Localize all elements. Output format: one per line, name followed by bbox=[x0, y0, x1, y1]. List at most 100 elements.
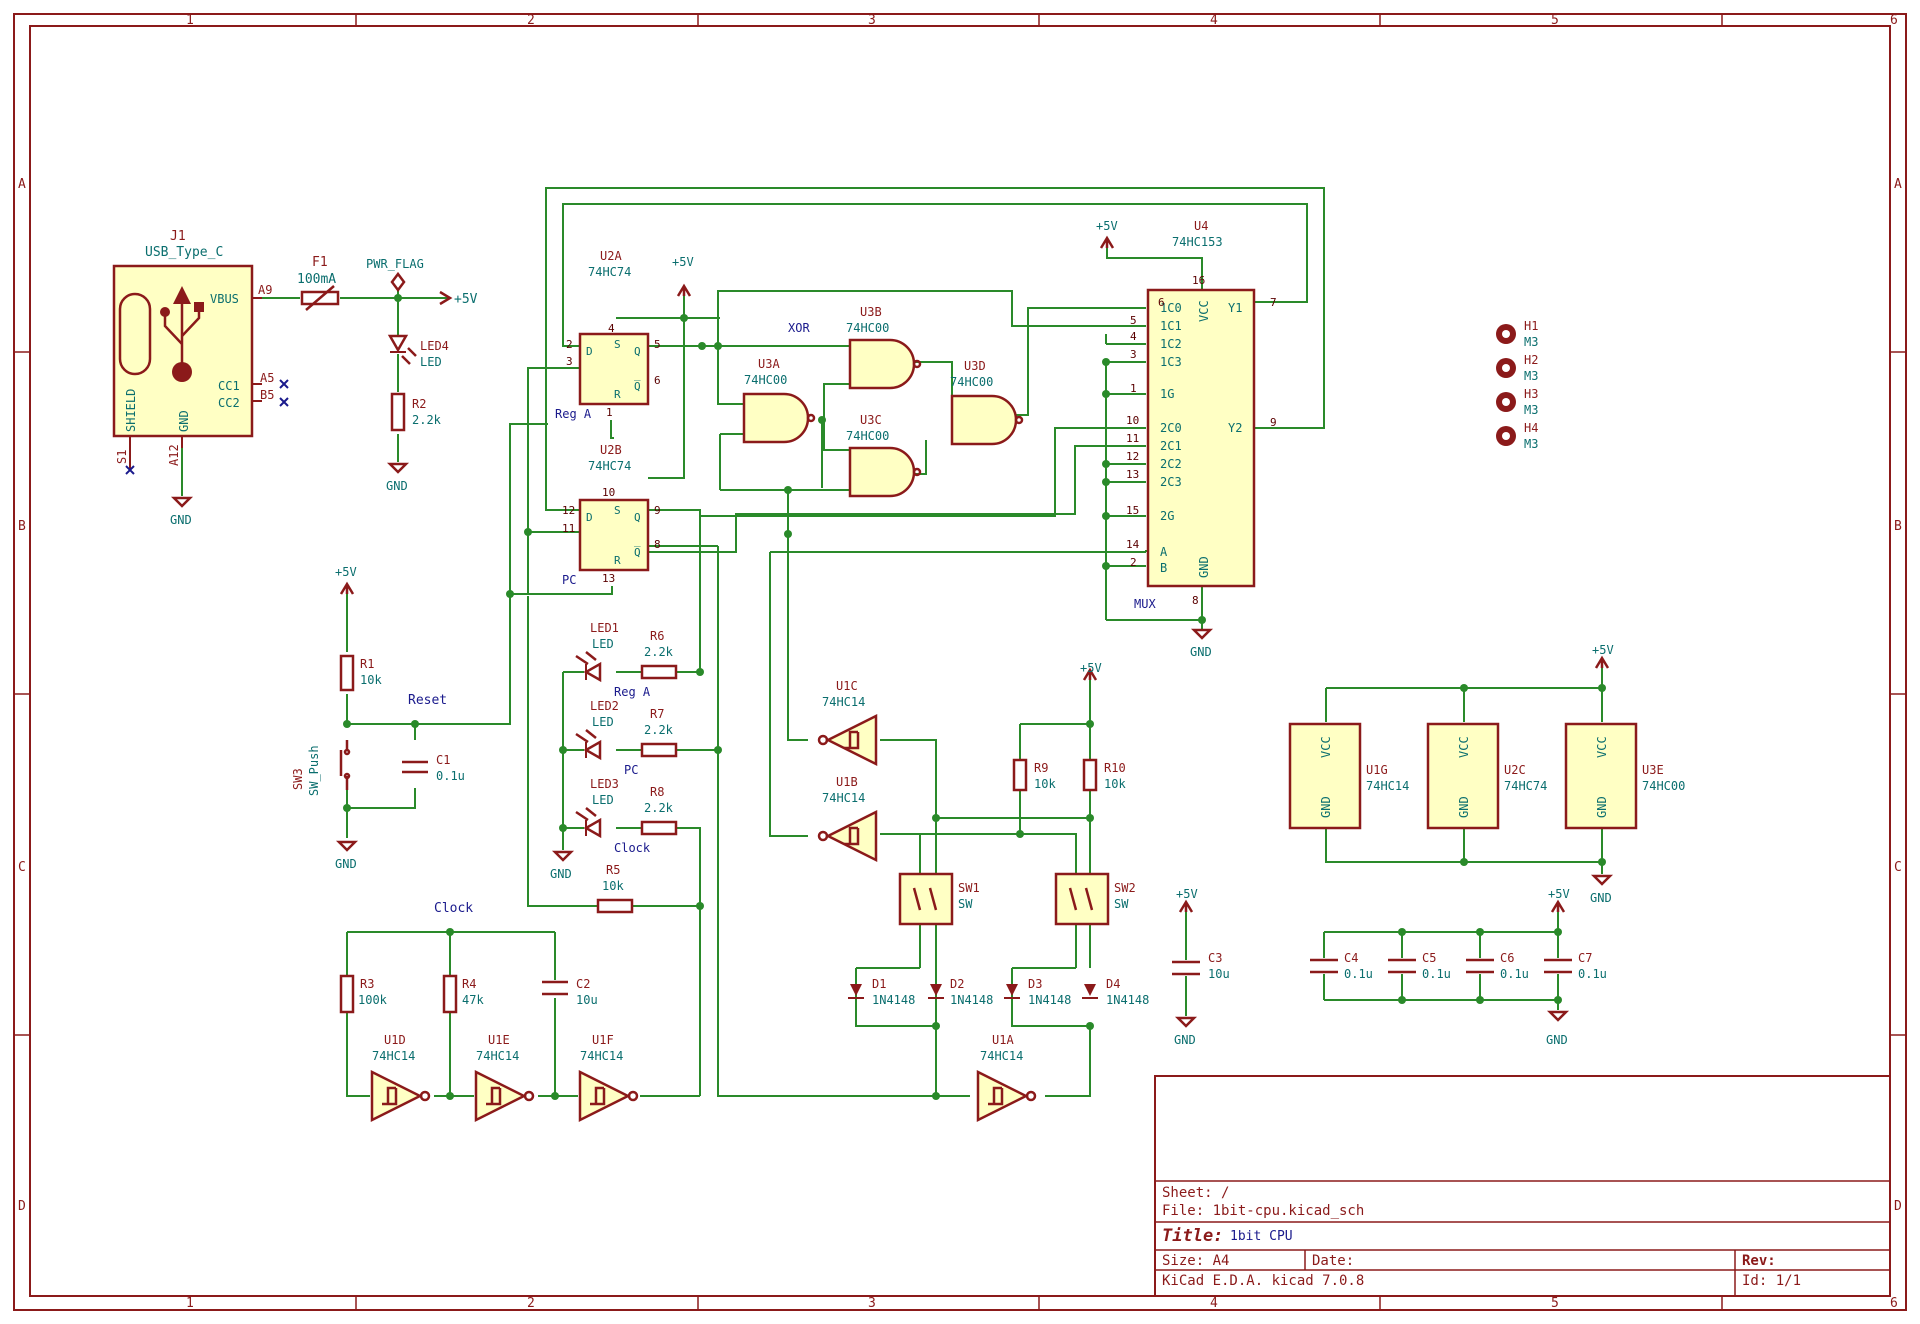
row-label-b: B bbox=[18, 519, 26, 534]
xor-label: XOR bbox=[788, 321, 810, 335]
j1-value: USB_Type_C bbox=[145, 245, 223, 260]
u1a-ref: U1A bbox=[992, 1033, 1014, 1047]
mux-pin-13: 13 bbox=[1126, 468, 1139, 481]
j1-pin-s1: S1 bbox=[115, 450, 129, 464]
u2a-pin-s: S bbox=[614, 338, 621, 351]
r1-value: 10k bbox=[360, 673, 382, 687]
u2a-value: 74HC74 bbox=[588, 265, 631, 279]
gnd-label-j1: GND bbox=[170, 513, 192, 527]
decoupling-caps: C4 0.1u C5 0.1u C6 0.1u C7 0.1u bbox=[1310, 951, 1607, 981]
f1-value: 100mA bbox=[297, 272, 336, 287]
clock-oscillator: Clock R3 100k R4 47k C2 10u bbox=[339, 901, 598, 1014]
j1-cc2: CC2 bbox=[218, 396, 240, 410]
led4-value: LED bbox=[420, 355, 442, 369]
led2-net-label: PC bbox=[624, 763, 638, 777]
c4-value: 0.1u bbox=[1344, 967, 1373, 981]
capacitor-c3: C3 10u bbox=[1172, 951, 1230, 981]
c1-value: 0.1u bbox=[436, 769, 465, 783]
u2c-gnd: GND bbox=[1457, 796, 1471, 818]
pin-num-10: 10 bbox=[602, 486, 615, 499]
mux-pin-12: 12 bbox=[1126, 450, 1139, 463]
d4-ref: D4 bbox=[1106, 977, 1120, 991]
u4-a: A bbox=[1160, 545, 1168, 559]
mux-u4: U4 74HC153 MUX 1C0 1C1 1C2 1C3 1G 2C0 2C… bbox=[1134, 219, 1256, 611]
u1g-ref: U1G bbox=[1366, 763, 1388, 777]
col-label-1b: 1 bbox=[186, 1296, 194, 1311]
c5-ref: C5 bbox=[1422, 951, 1436, 965]
d1-value: 1N4148 bbox=[872, 993, 915, 1007]
u2a-pin-r: R bbox=[614, 388, 621, 401]
c3-ref: C3 bbox=[1208, 951, 1222, 965]
u4-y1: Y1 bbox=[1228, 301, 1242, 315]
tb-file: File: 1bit-cpu.kicad_sch bbox=[1162, 1203, 1364, 1219]
r5-ref: R5 bbox=[606, 863, 620, 877]
u1c-ref: U1C bbox=[836, 679, 858, 693]
row-label-d-r: D bbox=[1894, 1199, 1902, 1214]
tb-rev: Rev: bbox=[1742, 1253, 1776, 1269]
u1b-value: 74HC14 bbox=[822, 791, 865, 805]
gnd-label-u4: GND bbox=[1190, 645, 1212, 659]
h2-ref: H2 bbox=[1524, 353, 1538, 367]
j1-shield: SHIELD bbox=[124, 389, 138, 432]
u3b-value: 74HC00 bbox=[846, 321, 889, 335]
led2-value: LED bbox=[592, 715, 614, 729]
gnd-label-r2: GND bbox=[386, 479, 408, 493]
col-label-1: 1 bbox=[186, 13, 194, 28]
u4-2c3: 2C3 bbox=[1160, 475, 1182, 489]
led1-value: LED bbox=[592, 637, 614, 651]
pin-num-4: 4 bbox=[608, 322, 615, 335]
r8-ref: R8 bbox=[650, 785, 664, 799]
mux-pin-8: 8 bbox=[1192, 594, 1199, 607]
row-label-a-r: A bbox=[1894, 177, 1902, 192]
f1-ref: F1 bbox=[312, 255, 328, 270]
sw3-ref: SW3 bbox=[291, 768, 305, 790]
junctions bbox=[343, 294, 1606, 1100]
r2-ref: R2 bbox=[412, 397, 426, 411]
mux-pin-7: 7 bbox=[1270, 296, 1277, 309]
col-label-3b: 3 bbox=[868, 1296, 876, 1311]
pin-num-11: 11 bbox=[562, 522, 575, 535]
u1g-vcc: VCC bbox=[1319, 736, 1333, 758]
u1g-value: 74HC14 bbox=[1366, 779, 1409, 793]
u4-gnd: GND bbox=[1197, 556, 1211, 578]
tb-title-label: Title: bbox=[1162, 1226, 1223, 1246]
gnd-symbols: GND GND GND GND GND GND GND GND bbox=[170, 462, 1614, 1047]
reg-a-label: Reg A bbox=[555, 407, 592, 421]
flipflop-u2b: U2B 74HC74 D Q Q̅ S R PC bbox=[562, 443, 650, 587]
u3d-value: 74HC00 bbox=[950, 375, 993, 389]
r5-value: 10k bbox=[602, 879, 624, 893]
h1-value: M3 bbox=[1524, 335, 1538, 349]
u3e-ref: U3E bbox=[1642, 763, 1664, 777]
p5v-up-symbols: +5V +5V +5V +5V +5V +5V +5V bbox=[335, 219, 1614, 913]
mounting-holes: H1 M3 H2 M3 H3 M3 H4 M3 bbox=[1496, 319, 1538, 451]
r7-ref: R7 bbox=[650, 707, 664, 721]
u2b-pin-d: D bbox=[586, 511, 593, 524]
mux-label: MUX bbox=[1134, 597, 1156, 611]
clock-net-label: Clock bbox=[434, 901, 473, 916]
c1-ref: C1 bbox=[436, 753, 450, 767]
col-label-5: 5 bbox=[1551, 13, 1559, 28]
led3-ref: LED3 bbox=[590, 777, 619, 791]
h1-ref: H1 bbox=[1524, 319, 1538, 333]
u4-2c2: 2C2 bbox=[1160, 457, 1182, 471]
u1g-gnd: GND bbox=[1319, 796, 1333, 818]
j1-pin-b5: B5 bbox=[260, 388, 274, 402]
col-label-3: 3 bbox=[868, 13, 876, 28]
power-units: VCC GND U1G 74HC14 VCC GND U2C 74HC74 VC… bbox=[1288, 722, 1685, 830]
d1-ref: D1 bbox=[872, 977, 886, 991]
j1-pin-a12: A12 bbox=[167, 444, 181, 466]
u4-vcc: VCC bbox=[1197, 300, 1211, 322]
d3-ref: D3 bbox=[1028, 977, 1042, 991]
flipflop-u2a: U2A 74HC74 D Q Q̅ S R Reg A bbox=[555, 249, 650, 421]
pin-num-12: 12 bbox=[562, 504, 575, 517]
pin-num-3: 3 bbox=[566, 355, 573, 368]
row-label-c: C bbox=[18, 860, 26, 875]
r10-ref: R10 bbox=[1104, 761, 1126, 775]
r4-ref: R4 bbox=[462, 977, 476, 991]
mux-pin-11: 11 bbox=[1126, 432, 1139, 445]
row-label-b-r: B bbox=[1894, 519, 1902, 534]
pin-num-8: 8 bbox=[654, 538, 661, 551]
p5v-right-arrow: +5V bbox=[439, 290, 478, 307]
u3e-value: 74HC00 bbox=[1642, 779, 1685, 793]
j1-gnd: GND bbox=[177, 410, 191, 432]
